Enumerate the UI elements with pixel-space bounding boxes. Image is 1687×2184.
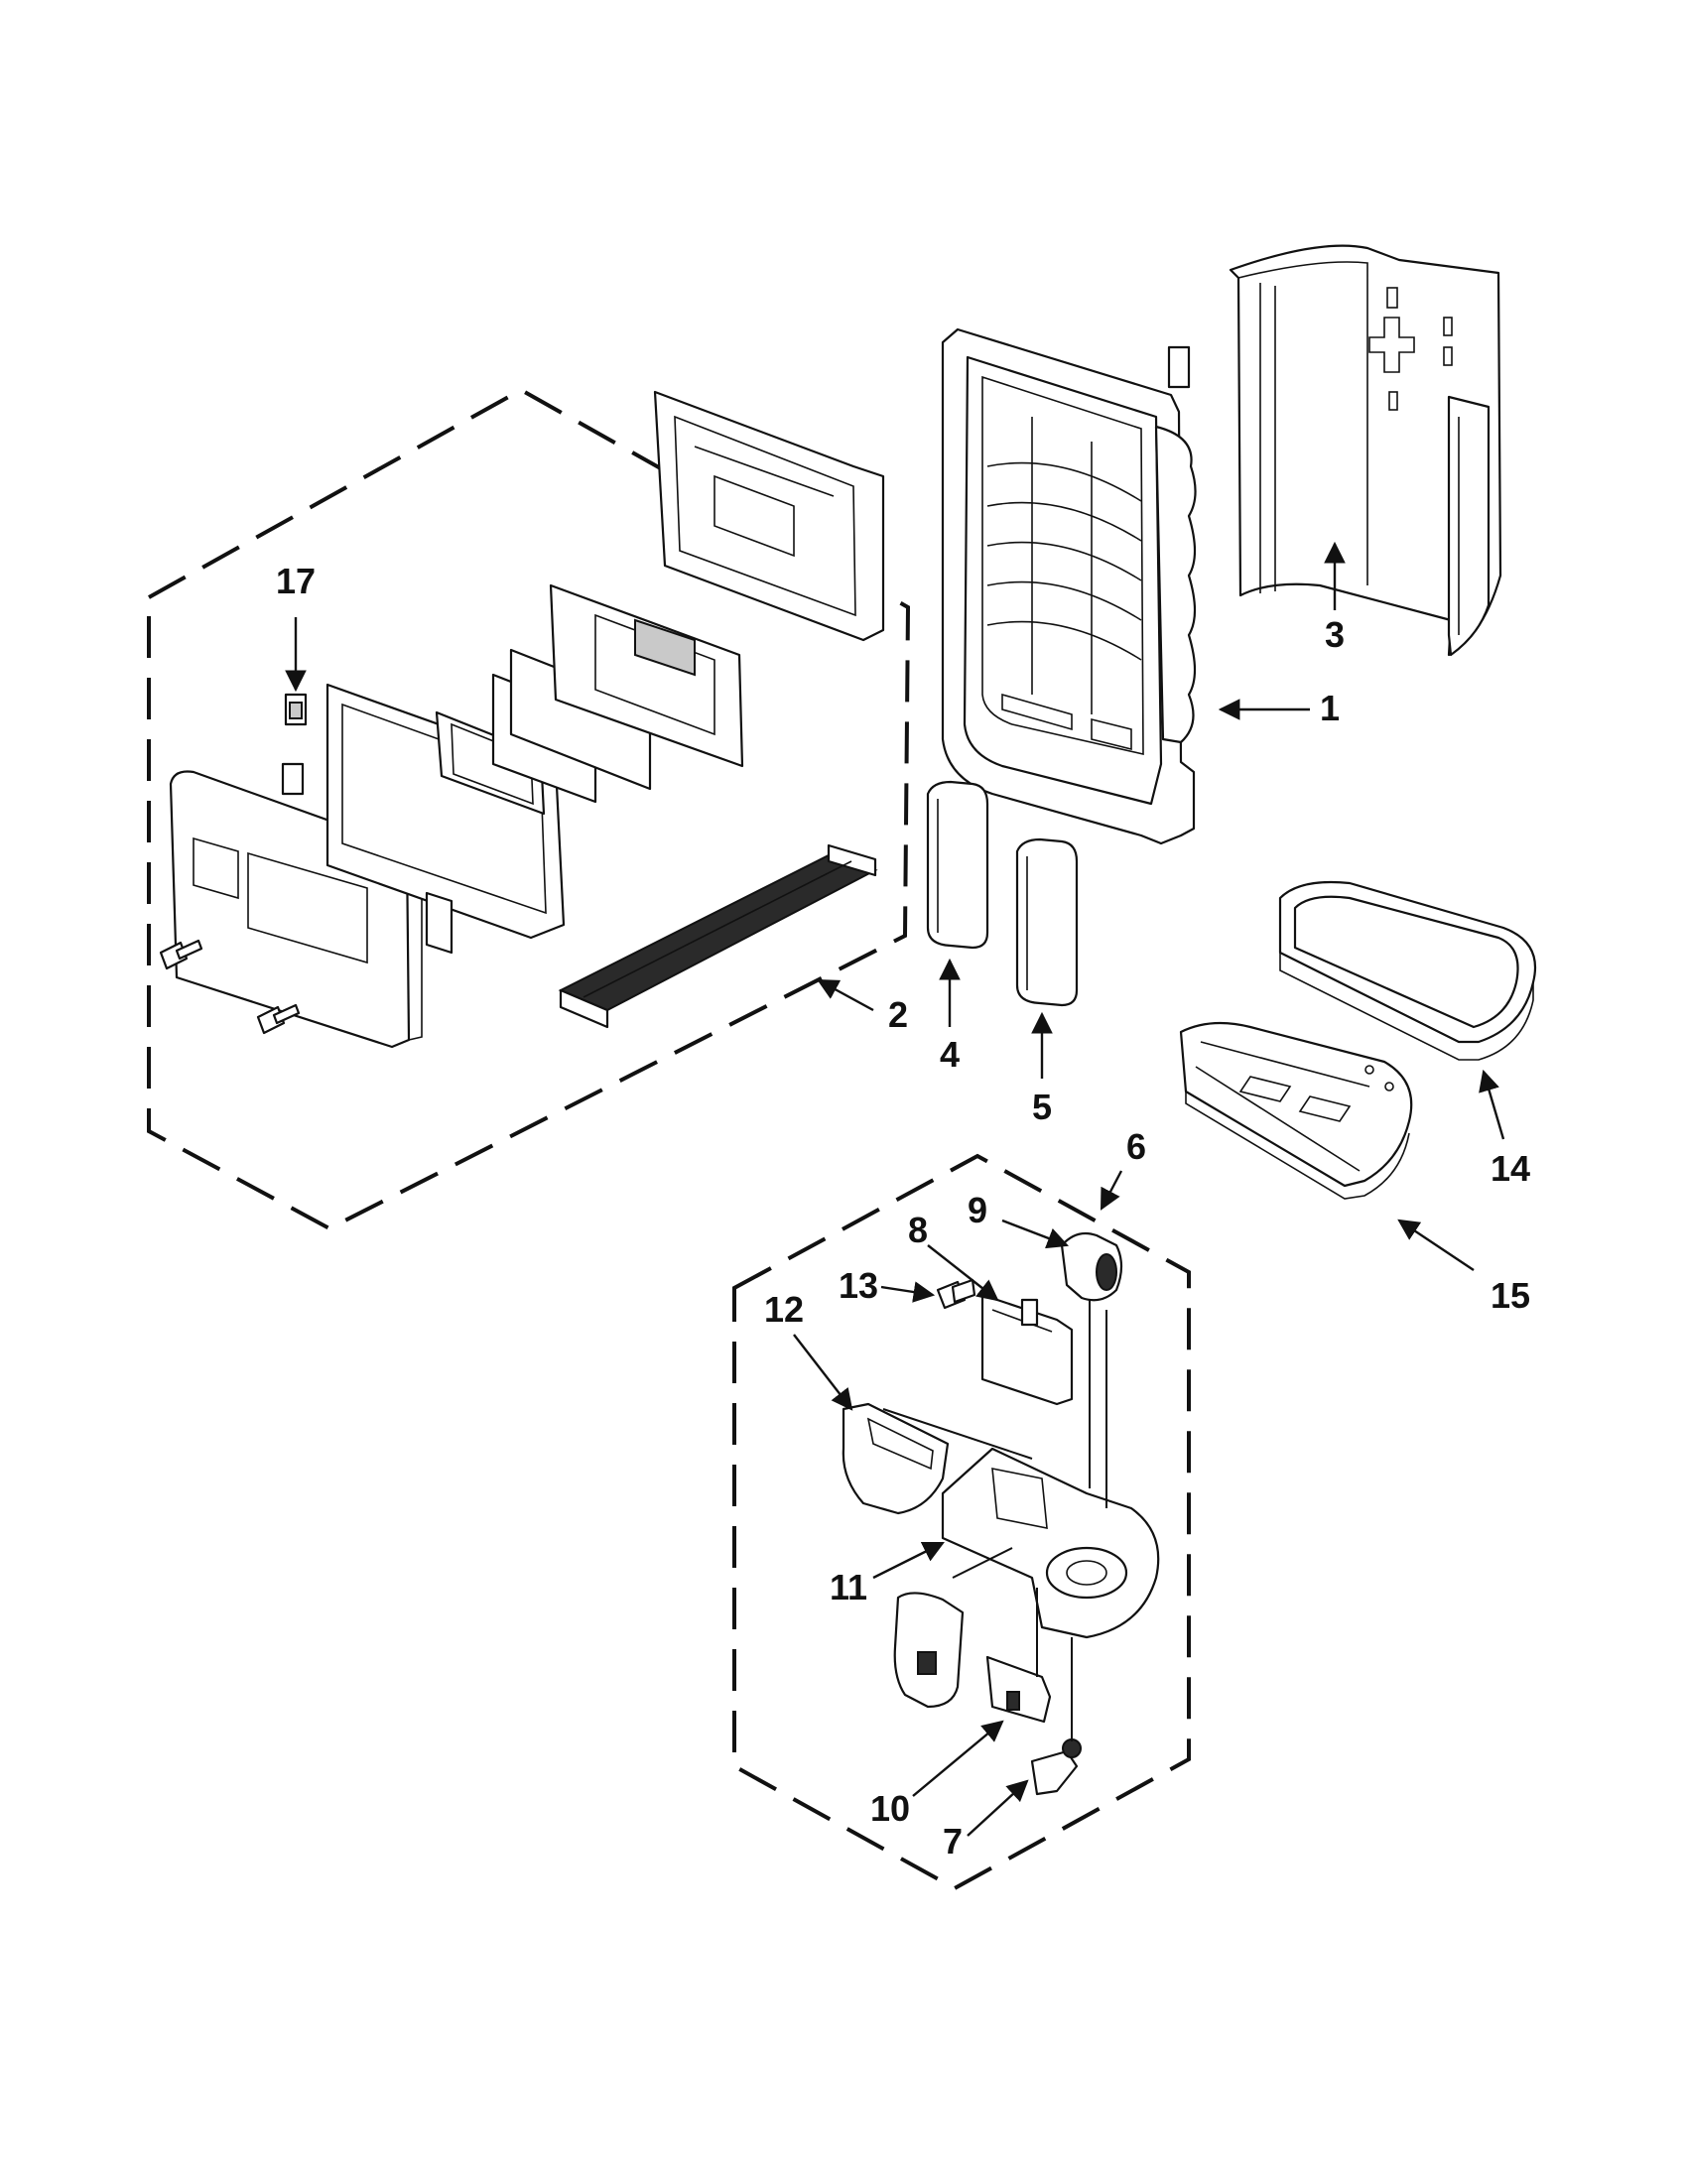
guide-line-d <box>952 1547 1013 1579</box>
arrow-7 <box>967 1779 1029 1837</box>
part-9-actuator <box>1060 1231 1123 1302</box>
callout-3: 3 <box>1325 614 1345 655</box>
arrow-9 <box>1001 1219 1070 1249</box>
guide-line-c <box>882 1408 1033 1460</box>
part-4-pad <box>926 780 989 950</box>
dispenser-paddle <box>893 1592 965 1709</box>
arrow-15 <box>1397 1219 1475 1271</box>
control-panel-housing <box>653 390 885 642</box>
callout-15: 15 <box>1491 1275 1530 1316</box>
arrow-12 <box>793 1334 853 1411</box>
part-17-connector <box>284 693 308 726</box>
control-panel-board-2 <box>549 583 744 768</box>
part-11-housing <box>941 1447 1160 1639</box>
callout-7: 7 <box>943 1821 963 1862</box>
arrow-6 <box>1100 1170 1123 1211</box>
callout-13: 13 <box>839 1265 878 1306</box>
callout-9: 9 <box>968 1190 987 1230</box>
screw-1 <box>159 939 203 970</box>
part-7-fitting <box>1030 1738 1082 1796</box>
ribbon-cable <box>558 843 878 1029</box>
arrow-11 <box>872 1541 945 1580</box>
callout-10: 10 <box>870 1788 910 1829</box>
part-12-chute <box>842 1402 950 1515</box>
part-5-pad <box>1015 837 1079 1007</box>
callout-4: 4 <box>940 1034 960 1075</box>
control-panel-board-1 <box>491 648 652 804</box>
arrow-2 <box>817 978 874 1012</box>
assembly-boundary-control-panel <box>147 387 911 1231</box>
arrow-13 <box>880 1281 936 1303</box>
part-8-bracket <box>980 1293 1074 1406</box>
part-14-drip-tray <box>1278 880 1537 1061</box>
assembly-boundary-dispenser-housing <box>732 1153 1191 1891</box>
callout-17: 17 <box>276 561 316 601</box>
callout-2: 2 <box>888 994 908 1035</box>
part-13-screw <box>936 1278 976 1310</box>
arrow-8 <box>927 1244 999 1302</box>
screw-2 <box>256 1003 301 1035</box>
arrow-14 <box>1479 1069 1505 1140</box>
callout-14: 14 <box>1491 1148 1530 1189</box>
part-10-switch <box>985 1655 1052 1724</box>
callout-1: 1 <box>1320 688 1340 728</box>
part-15-tray-base <box>1179 1021 1413 1200</box>
callout-11: 11 <box>830 1567 867 1607</box>
part-3-rear-cover <box>1229 244 1502 657</box>
callout-12: 12 <box>764 1289 804 1330</box>
callout-8: 8 <box>908 1210 928 1250</box>
part-1-dispenser-frame <box>941 327 1197 845</box>
callout-6: 6 <box>1126 1126 1146 1167</box>
callout-5: 5 <box>1032 1087 1052 1127</box>
arrow-10 <box>912 1720 1004 1797</box>
